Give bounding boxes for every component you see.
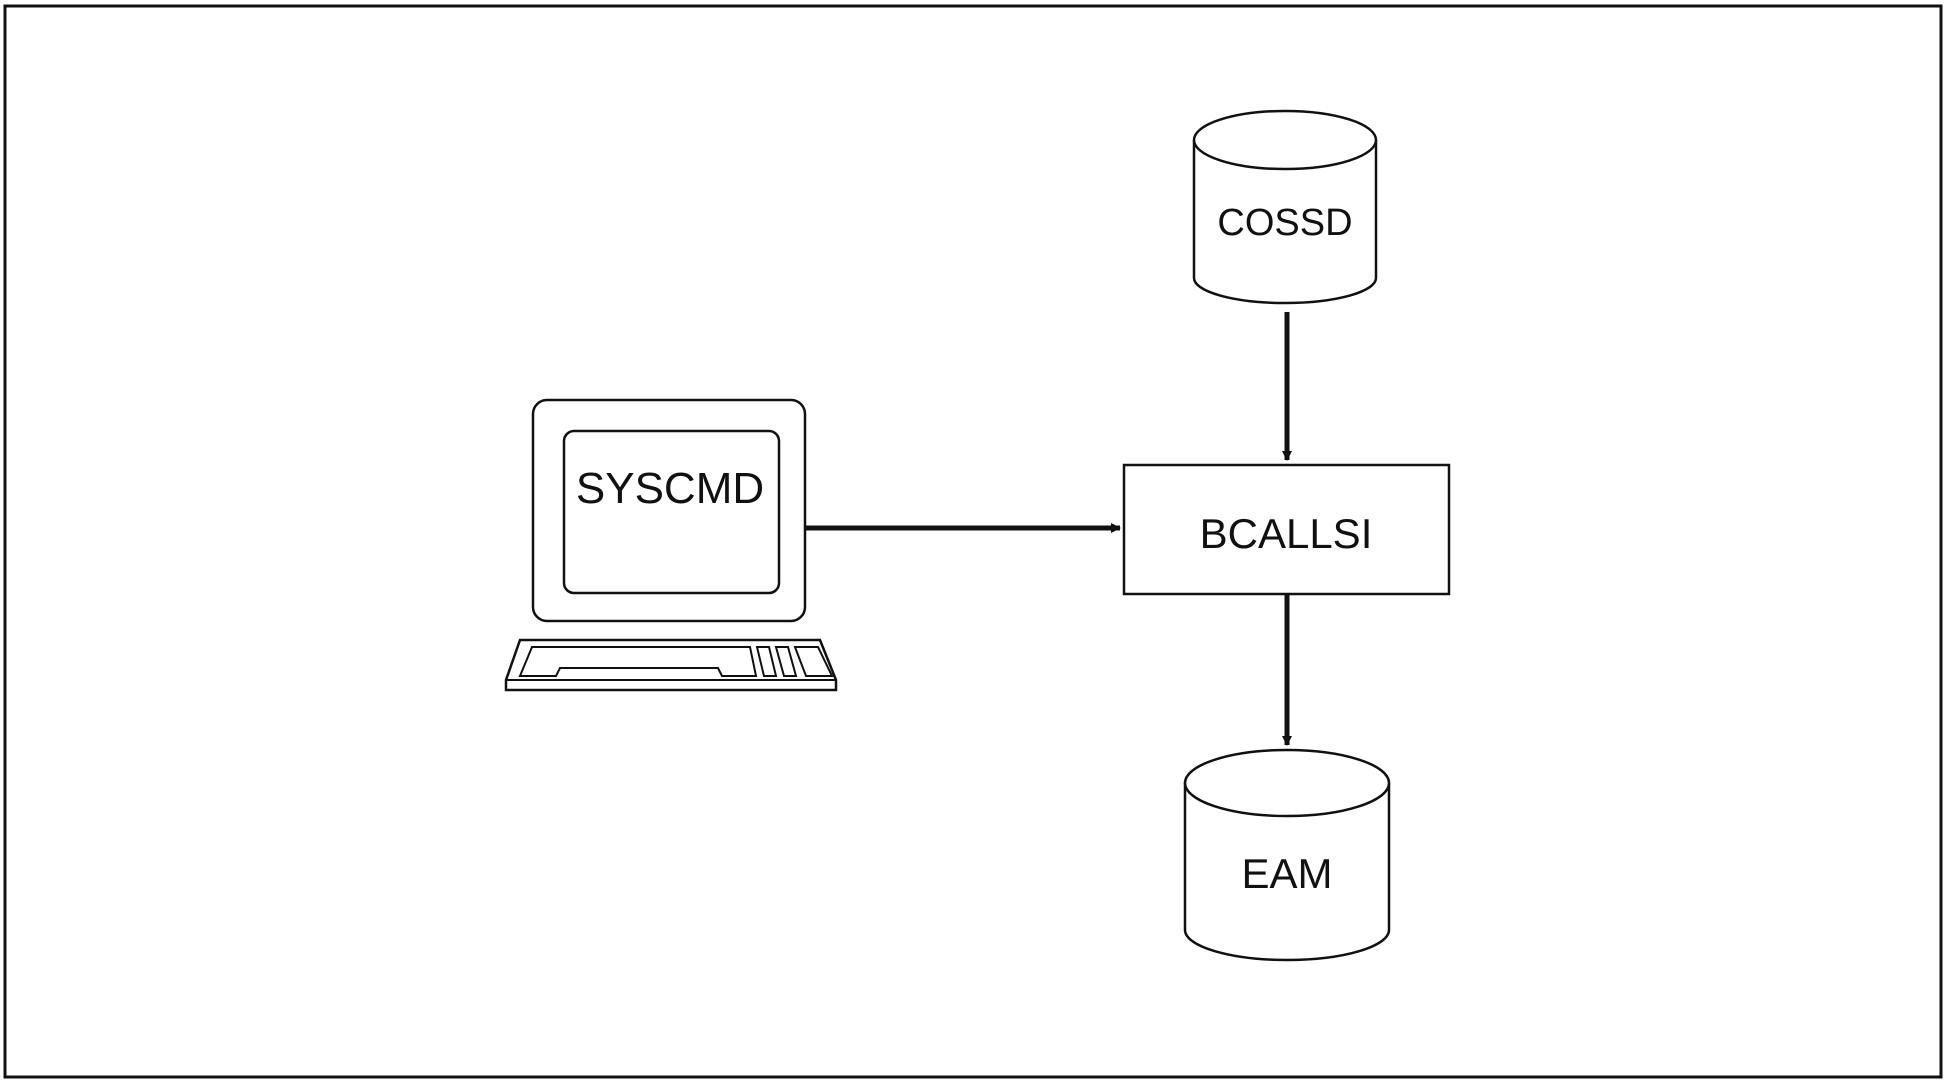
cylinder-top (1183, 748, 1391, 818)
diagram-frame (3, 4, 1943, 1079)
process-box (1122, 463, 1451, 596)
keyboard-numpad (793, 646, 834, 677)
cossd-label: COSSD (1217, 202, 1352, 244)
cylinder-top (1192, 109, 1378, 171)
eam-node: EAM (1183, 748, 1391, 962)
bcallsi-node: BCALLSI (1122, 463, 1451, 596)
keyboard-main-keys (518, 646, 758, 677)
database-cylinder-icon (1183, 748, 1391, 962)
monitor-screen (562, 429, 781, 595)
cylinder-body (1183, 783, 1391, 962)
eam-label: EAM (1241, 850, 1332, 897)
bcallsi-label: BCALLSI (1200, 510, 1373, 557)
terminal-label: SYSCMD (576, 464, 764, 513)
cylinder-body (1192, 140, 1378, 305)
database-cylinder-icon (1192, 109, 1378, 305)
keyboard-key-1 (755, 646, 778, 677)
keyboard-key-2 (774, 646, 798, 677)
terminal-node: SYSCMD (504, 398, 838, 692)
cossd-node: COSSD (1192, 109, 1378, 305)
computer-icon (504, 398, 838, 692)
